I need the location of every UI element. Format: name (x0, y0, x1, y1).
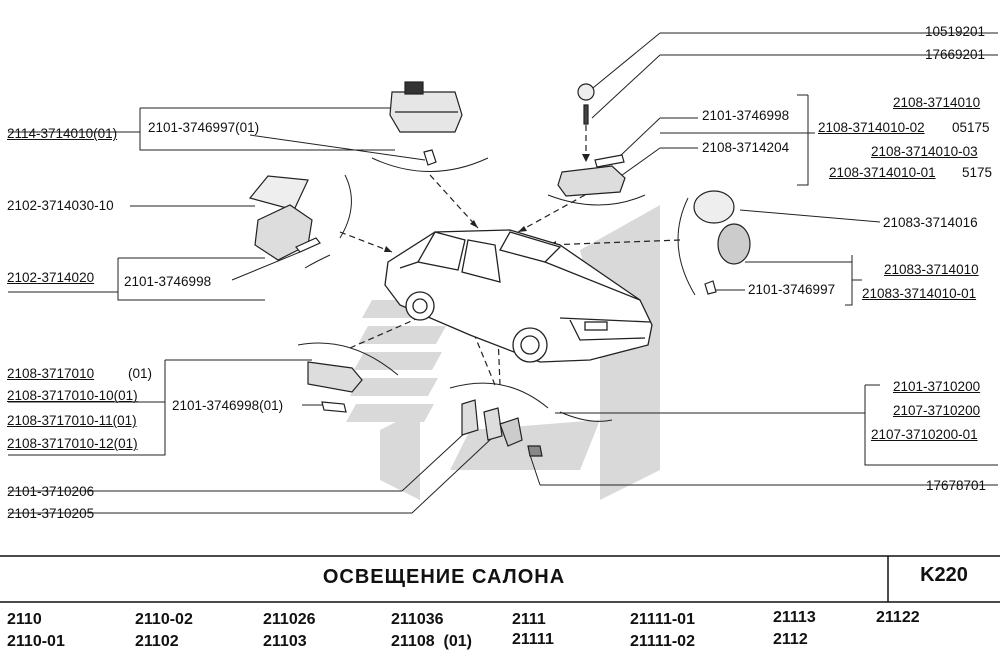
switch-2101-3710200 (499, 417, 523, 447)
bulb-2101-3746998-right (594, 154, 625, 168)
switch-2101-3710206 (461, 399, 479, 436)
leader-2101-3746997-01 (249, 134, 426, 161)
lamp-2108-3717010 (307, 361, 363, 393)
lamp-2102-3714020 (254, 204, 313, 261)
label-2108-3717010-12: 2108-3717010-12(01) (7, 436, 138, 451)
label-05175: 05175 (952, 120, 990, 135)
model-item: 21122 (876, 609, 920, 626)
label-17669201: 17669201 (925, 47, 986, 62)
label-2108-3717010-01: (01) (128, 366, 153, 381)
label-5175: 5175 (962, 165, 993, 180)
label-2107-3710200: 2107-3710200 (893, 403, 981, 418)
page-title: ОСВЕЩЕНИЕ САЛОНА (322, 566, 566, 588)
label-21083-3714016: 21083-3714016 (883, 215, 978, 230)
screw-17678701 (527, 445, 543, 457)
lens-21083-3714016 (693, 190, 735, 224)
bulb-2101-3746997-right (704, 280, 717, 295)
switch-2101-3710205 (483, 407, 503, 441)
dome-lamp-2114 (389, 81, 463, 133)
label-2108-3714010-03: 2108-3714010-03 (871, 144, 978, 159)
label-2108-3714010-01: 2108-3714010-01 (829, 165, 936, 180)
bulb-2101-3746997-01 (423, 149, 437, 166)
label-2101-3710205: 2101-3710205 (7, 506, 95, 521)
label-2102-3714020: 2102-3714020 (7, 270, 95, 285)
model-item: 21111-01 (630, 611, 695, 628)
model-item: 21113 (773, 609, 816, 626)
label-2107-3710200-01: 2107-3710200-01 (871, 427, 978, 442)
label-2101-3746997-right: 2101-3746997 (748, 282, 836, 297)
label-2114-3714010: 2114-3714010(01) (7, 126, 118, 141)
label-21083-3714010: 21083-3714010 (884, 262, 979, 277)
label-2101-3710206: 2101-3710206 (7, 484, 95, 499)
model-item: 2110-02 (135, 611, 193, 628)
lens-2102-3714030 (248, 175, 309, 211)
label-2101-3746997-01: 2101-3746997(01) (148, 120, 260, 135)
label-2108-3714010-02: 2108-3714010-02 (818, 120, 925, 135)
label-10519201: 10519201 (925, 24, 986, 39)
label-2101-3746998-right: 2101-3746998 (702, 108, 790, 123)
label-2102-3714030-10: 2102-3714030-10 (7, 198, 114, 213)
bulb-2101-3746998-left (295, 237, 321, 253)
label-2101-3746998-01: 2101-3746998(01) (172, 398, 284, 413)
page-code: K220 (920, 564, 968, 586)
screw-17669201 (583, 104, 589, 125)
bulb-2101-3746998-01 (321, 401, 347, 413)
model-item: 211036 (391, 611, 444, 628)
label-2108-3717010-10: 2108-3717010-10(01) (7, 388, 138, 403)
model-item: 21102 (135, 633, 179, 650)
model-item: 2110-01 (7, 633, 65, 650)
model-item: 21111-02 (630, 633, 695, 650)
lamp-21083-3714010 (717, 223, 751, 265)
model-item: 21111 (512, 631, 554, 648)
model-item: 2112 (773, 631, 808, 648)
screw-cap-10519201 (577, 83, 595, 101)
model-item: 211026 (263, 611, 316, 628)
model-item: 21108 (01) (391, 633, 472, 650)
car-illustration (384, 229, 653, 363)
label-21083-3714010-01: 21083-3714010-01 (862, 286, 977, 301)
title-block (0, 555, 1000, 603)
model-item: 2111 (512, 611, 546, 628)
lamp-2108-3714010 (557, 165, 626, 197)
leader-bracket-2114 (139, 108, 395, 151)
label-2108-3717010: 2108-3717010 (7, 366, 95, 381)
label-2108-3714010: 2108-3714010 (893, 95, 981, 110)
label-2108-3717010-11: 2108-3717010-11(01) (7, 413, 137, 428)
model-item: 21103 (263, 633, 307, 650)
label-2101-3710200: 2101-3710200 (893, 379, 981, 394)
label-17678701: 17678701 (926, 478, 987, 493)
label-2101-3746998-left: 2101-3746998 (124, 274, 212, 289)
label-2108-3714204: 2108-3714204 (702, 140, 790, 155)
leader-21083-3714016 (739, 209, 881, 223)
leader-bracket-2108 (8, 360, 166, 456)
model-item: 2110 (7, 611, 42, 628)
